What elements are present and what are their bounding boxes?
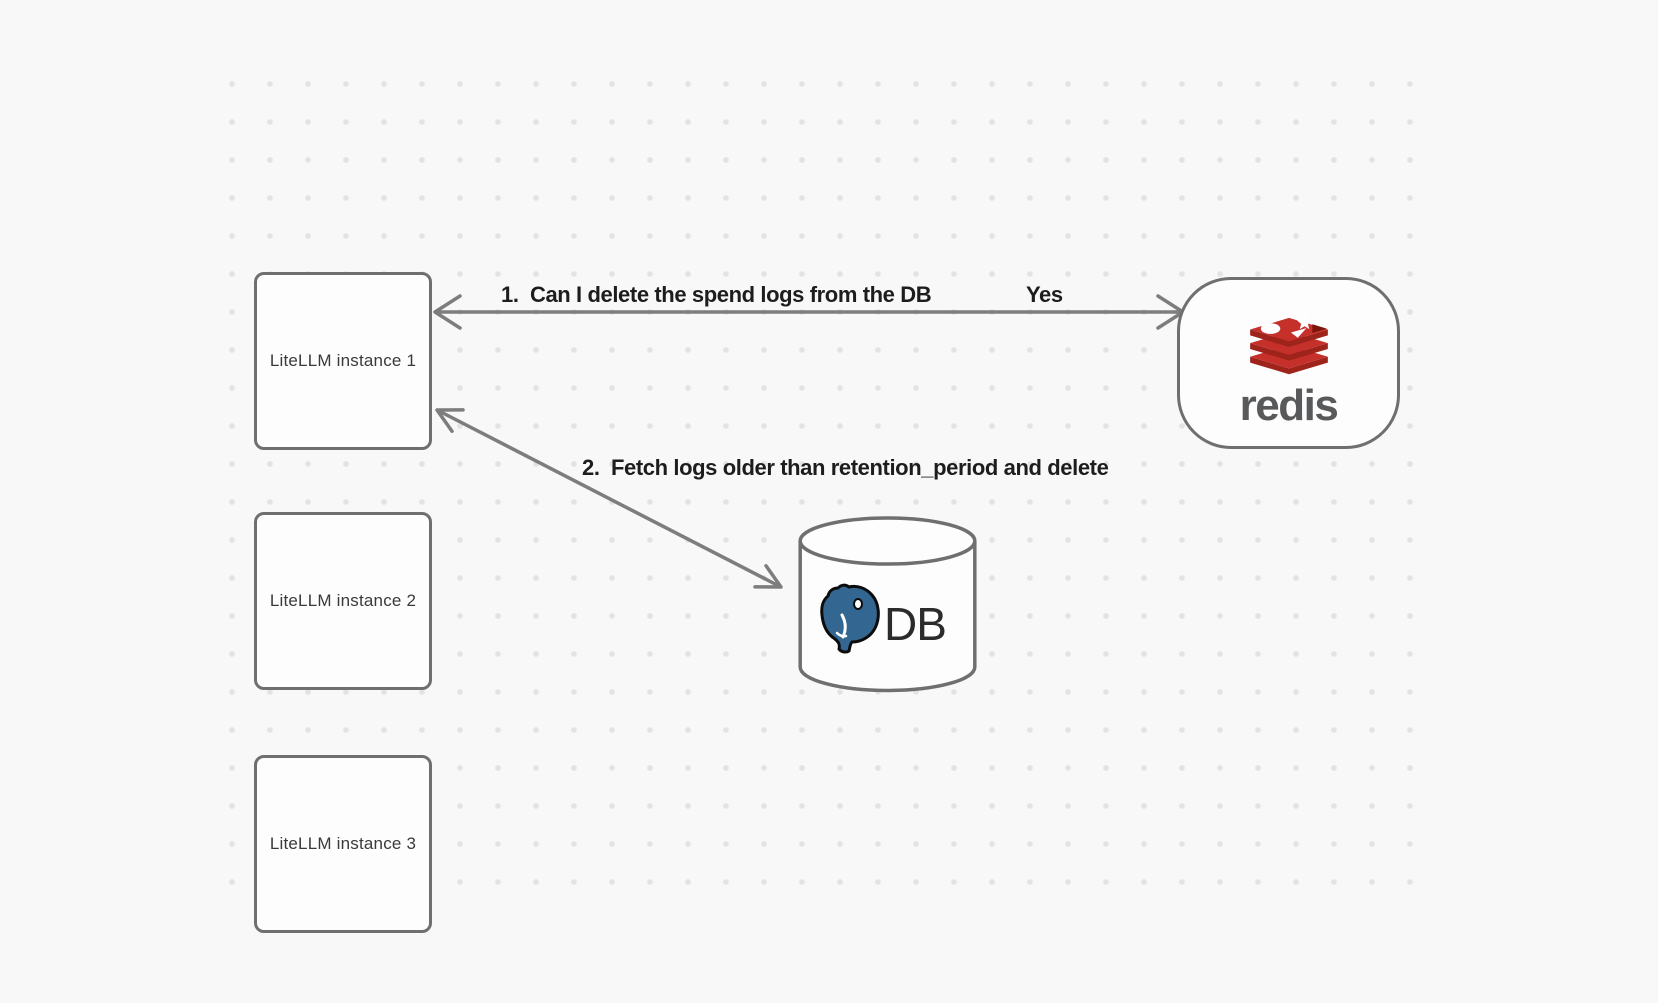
annotation-step1-answer[interactable]: Yes bbox=[1026, 282, 1063, 307]
db-label: DB bbox=[884, 598, 947, 650]
redis-logo-icon bbox=[1249, 314, 1328, 375]
redis-wordmark: redis bbox=[1239, 381, 1339, 430]
arrow-step2[interactable] bbox=[435, 408, 783, 589]
node-label: LiteLLM instance 1 bbox=[269, 351, 417, 370]
node-label: LiteLLM instance 3 bbox=[269, 834, 417, 853]
node-litellm-instance-3[interactable]: LiteLLM instance 3 bbox=[254, 755, 432, 933]
node-postgres-db[interactable]: DB bbox=[798, 515, 977, 694]
node-label: LiteLLM instance 2 bbox=[269, 591, 417, 610]
canvas-dot-grid bbox=[213, 65, 1429, 887]
postgresql-logo-icon bbox=[820, 583, 880, 654]
annotation-step1[interactable]: 1. Can I delete the spend logs from the … bbox=[501, 282, 932, 307]
node-redis[interactable]: redis bbox=[1177, 277, 1400, 449]
annotation-step2[interactable]: 2. Fetch logs older than retention_perio… bbox=[582, 455, 1109, 480]
node-litellm-instance-1[interactable]: LiteLLM instance 1 bbox=[254, 272, 432, 450]
node-litellm-instance-2[interactable]: LiteLLM instance 2 bbox=[254, 512, 432, 690]
